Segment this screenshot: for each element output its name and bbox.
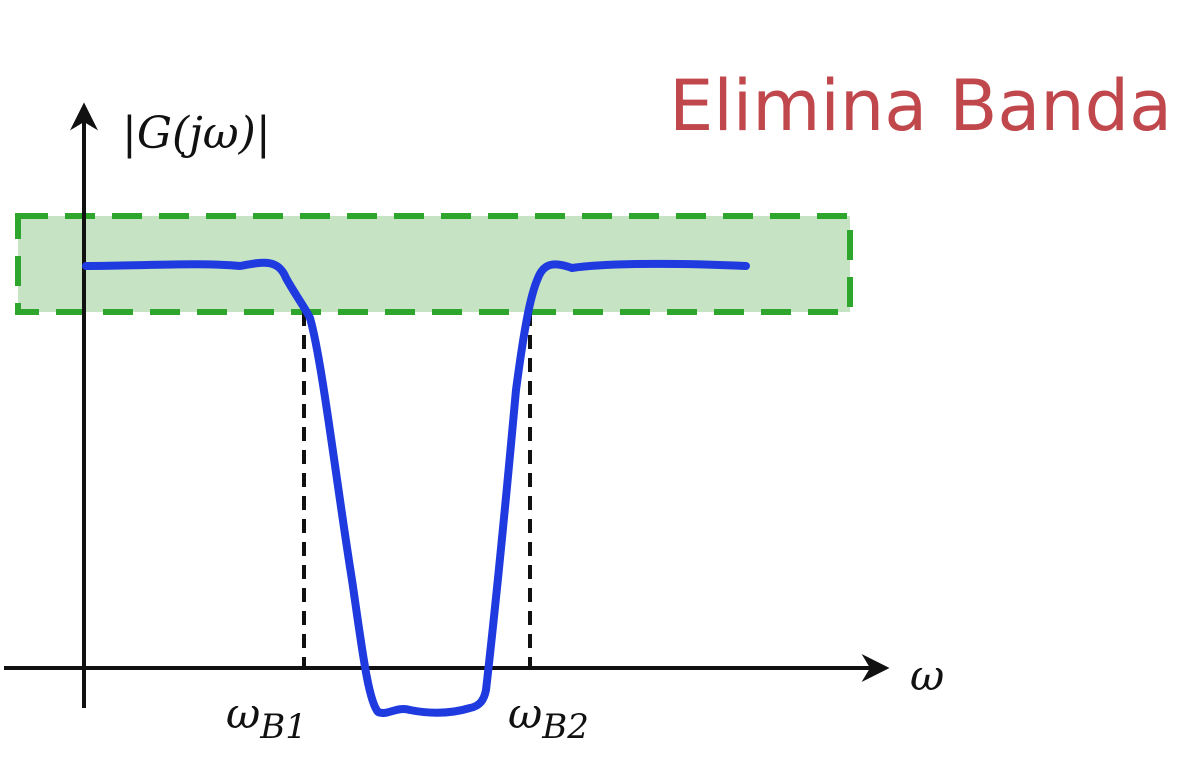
- cutoff-subscript-b2: B2: [541, 707, 589, 747]
- x-axis-label: ω: [910, 651, 944, 700]
- magnitude-curve: [82, 258, 750, 717]
- cutoff-label-b2: ωB2: [508, 689, 589, 747]
- cutoff-subscript-b1: B1: [259, 707, 307, 747]
- cutoff-symbol-b2: ω: [508, 689, 542, 738]
- cutoff-symbol-b1: ω: [226, 689, 260, 738]
- cutoff-label-b1: ωB1: [226, 689, 307, 747]
- diagram-title: Elimina Banda: [669, 65, 1172, 147]
- y-axis-label: |G(jω)|: [122, 108, 271, 159]
